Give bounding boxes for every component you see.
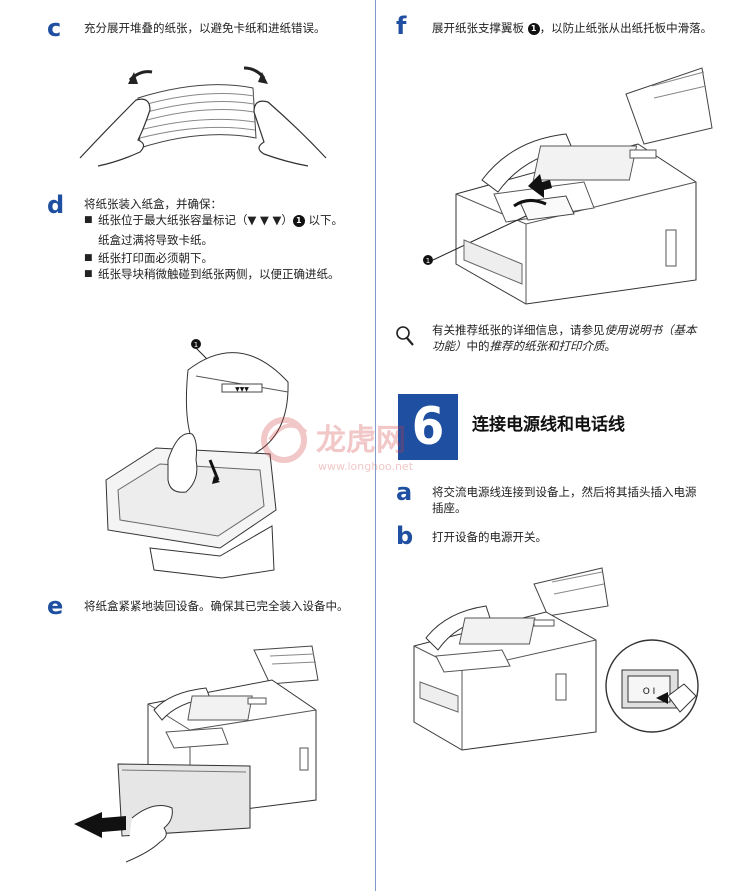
bullet-note: 纸盒过满将导致卡纸。 [98, 233, 213, 247]
note-prefix: 有关推荐纸张的详细信息，请参见 [432, 323, 605, 337]
power-switch-illustration: O I [406, 566, 706, 756]
callout-1-icon: 1 [527, 22, 540, 35]
bullet-text: 纸张位于最大纸张容量标记（▼ ▼ ▼） [98, 213, 293, 227]
step-b-letter: b [396, 522, 414, 550]
section-title: 连接电源线和电话线 [472, 415, 625, 435]
step-e-letter: e [47, 592, 64, 620]
step-a-text: 将交流电源线连接到设备上，然后将其插头插入电源插座。 [432, 485, 697, 515]
step-d-letter: d [47, 191, 65, 219]
step-c-letter: c [47, 14, 62, 42]
extend-flap-illustration: 1 [416, 64, 716, 314]
note-manual-ref: 使用说明书（基本功能） [432, 323, 697, 353]
bullet-text: 纸张导块稍微触碰到纸张两侧，以便正确进纸。 [98, 267, 340, 281]
column-divider [375, 0, 376, 891]
magnifier-icon [394, 324, 416, 348]
note-suffix: 。 [604, 339, 617, 353]
recommended-paper-note: 有关推荐纸张的详细信息，请参见使用说明书（基本功能）中的推荐的纸张和打印介质。 [432, 322, 704, 354]
paper-tray-illustration: 1 ▼▼▼ [100, 330, 290, 580]
watermark-url: www.longhoo.net [318, 460, 414, 473]
insert-tray-illustration [74, 640, 324, 875]
step-f-text: 展开纸张支撑翼板 1，以防止纸张从出纸托板中滑落。 [432, 20, 718, 36]
bullet-text: 纸张打印面必须朝下。 [98, 251, 213, 265]
switch-label: O I [643, 687, 656, 697]
step-f-letter: f [396, 12, 407, 40]
fan-paper-illustration [78, 58, 328, 168]
svg-text:▼▼▼: ▼▼▼ [235, 386, 249, 393]
left-column: c 充分展开堆叠的纸张，以避免卡纸和进纸错误。 d 将纸张装入纸盒，并确保： ■ [47, 14, 356, 875]
bullet-item: ■ 纸张打印面必须朝下。 [84, 250, 356, 266]
bullet-square-icon: ■ [84, 269, 93, 279]
step-c-text: 充分展开堆叠的纸张，以避免卡纸和进纸错误。 [84, 21, 326, 35]
bullet-item: ■ 纸张导块稍微触碰到纸张两侧，以便正确进纸。 [84, 266, 356, 282]
note-mid: 中的 [466, 339, 490, 353]
watermark-logo: 龙虎网 www.longhoo.net [256, 410, 496, 480]
step-b-text: 打开设备的电源开关。 [432, 530, 547, 544]
bullet-square-icon: ■ [84, 253, 93, 263]
flap-callout-1: 1 [426, 257, 430, 265]
bullet-text-suffix: 以下。 [308, 213, 344, 227]
step-a-letter: a [396, 478, 413, 506]
bullet-item: ■ 纸张位于最大纸张容量标记（▼ ▼ ▼）1 以下。 [84, 212, 356, 228]
watermark-text: 龙虎网 [316, 423, 406, 458]
note-section-ref: 推荐的纸张和打印介质 [489, 339, 605, 353]
step-f-text-b: ，以防止纸张从出纸托板中滑落。 [539, 21, 713, 35]
step-d-intro: 将纸张装入纸盒，并确保： [84, 197, 222, 211]
section-number-box: 6 [398, 394, 458, 460]
bullet-square-icon: ■ [84, 215, 93, 225]
tray-callout-1: 1 [194, 341, 198, 349]
step-f-text-a: 展开纸张支撑翼板 [432, 21, 524, 35]
step-d-body: 将纸张装入纸盒，并确保： ■ 纸张位于最大纸张容量标记（▼ ▼ ▼）1 以下。 … [84, 196, 356, 282]
right-column: f 展开纸张支撑翼板 1，以防止纸张从出纸托板中滑落。 [376, 0, 750, 891]
step-e-text: 将纸盒紧紧地装回设备。确保其已完全装入设备中。 [84, 599, 349, 613]
callout-1-icon: 1 [292, 214, 305, 227]
